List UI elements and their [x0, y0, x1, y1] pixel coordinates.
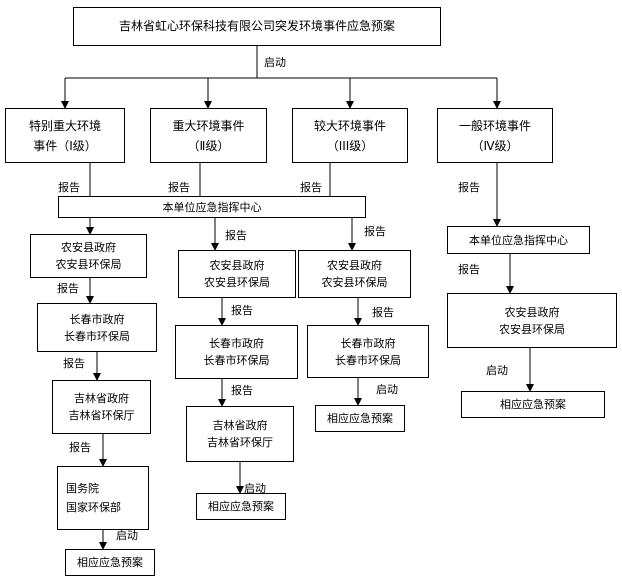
level-1-line1: 特别重大环境 — [28, 118, 101, 133]
col3-county-line2: 农安县环保局 — [321, 276, 388, 289]
col3-city-line2: 长春市环保局 — [335, 353, 401, 367]
col3-county-box: 农安县政府 农安县环保局 — [298, 250, 411, 298]
col2-county-box: 农安县政府 农安县环保局 — [178, 250, 296, 298]
level-1-line2: 事件（Ⅰ级） — [33, 138, 97, 153]
level-4-box: 一般环境事件 （Ⅳ级） — [437, 108, 553, 163]
col4-center-box: 本单位应急指挥中心 — [447, 226, 590, 254]
col4-county-line1: 农安县政府 — [504, 305, 560, 319]
label-report-level-2: 报告 — [168, 181, 190, 194]
command-center-box: 本单位应急指挥中心 — [58, 196, 366, 218]
col1-city-line2: 长春市环保局 — [64, 329, 130, 343]
level-4-line1: 一般环境事件 — [458, 118, 531, 133]
command-center-text: 本单位应急指挥中心 — [162, 200, 262, 214]
col2-province-line1: 吉林省政府 — [212, 419, 268, 432]
level-1-box: 特别重大环境 事件（Ⅰ级） — [5, 108, 125, 163]
label-report-col2-county: 报告 — [231, 304, 253, 317]
col4-county-line2: 农安县环保局 — [499, 322, 565, 336]
label-start-col3: 启动 — [376, 383, 398, 396]
label-report-level-4: 报告 — [458, 181, 480, 194]
level-3-box: 较大环境事件 （III级） — [292, 108, 408, 163]
col1-province-line1: 吉林省政府 — [74, 392, 129, 405]
col2-province-box: 吉林省政府 吉林省环保厅 — [186, 406, 294, 462]
col1-county-box: 农安县政府 农安县环保局 — [30, 234, 147, 278]
label-start-col2: 启动 — [244, 482, 266, 495]
level-4-line2: （Ⅳ级） — [471, 138, 519, 153]
col4-plan-box: 相应应急预案 — [461, 391, 605, 418]
label-report-center-col2: 报告 — [225, 229, 247, 242]
col3-plan-box: 相应应急预案 — [315, 405, 405, 432]
col2-city-line2: 长春市环保局 — [203, 354, 270, 367]
label-report-col2-city: 报告 — [231, 384, 253, 397]
col2-plan-text: 相应应急预案 — [208, 500, 274, 513]
col4-center-text: 本单位应急指挥中心 — [469, 233, 568, 247]
label-start-title: 启动 — [264, 56, 286, 69]
plan-title: 吉林省虹心环保科技有限公司突发环境事件应急预案 — [118, 19, 395, 33]
col2-county-line1: 农安县政府 — [209, 259, 265, 272]
level-3-line1: 较大环境事件 — [313, 118, 386, 133]
col2-county-line2: 农安县环保局 — [204, 276, 270, 289]
label-report-col3-county: 报告 — [372, 306, 394, 319]
col1-national-line1: 国务院 — [66, 482, 99, 495]
level-2-line2: （Ⅱ级） — [187, 138, 230, 153]
plan-title-box: 吉林省虹心环保科技有限公司突发环境事件应急预案 — [73, 7, 441, 46]
label-report-center-col3: 报告 — [364, 225, 386, 238]
col1-national-line2: 国家环保部 — [66, 501, 121, 514]
label-report-level-3: 报告 — [300, 181, 322, 194]
level-3-line2: （III级） — [326, 138, 374, 153]
label-start-col1: 启动 — [116, 529, 138, 542]
col1-province-line2: 吉林省环保厅 — [68, 409, 135, 422]
col3-plan-text: 相应应急预案 — [327, 412, 393, 425]
col1-province-box: 吉林省政府 吉林省环保厅 — [52, 380, 151, 434]
label-report-col1-county: 报告 — [57, 282, 79, 295]
label-report-col4-center: 报告 — [458, 263, 480, 276]
label-start-col4: 启动 — [486, 364, 508, 377]
col2-city-box: 长春市政府 长春市环保局 — [175, 325, 298, 379]
col3-city-line1: 长春市政府 — [340, 336, 396, 350]
col1-city-line1: 长春市政府 — [69, 312, 125, 326]
col2-plan-box: 相应应急预案 — [196, 493, 286, 520]
col3-county-line1: 农安县政府 — [327, 259, 382, 272]
col1-county-line2: 农安县环保局 — [55, 258, 122, 271]
level-2-line1: 重大环境事件 — [172, 118, 245, 133]
col1-plan-text: 相应应急预案 — [77, 556, 143, 569]
col2-city-line1: 长春市政府 — [209, 337, 264, 350]
col1-national-box: 国务院 国家环保部 — [57, 466, 149, 530]
label-report-col1-city: 报告 — [63, 357, 85, 370]
col1-county-line1: 农安县政府 — [61, 241, 116, 254]
col2-province-line2: 吉林省环保厅 — [207, 436, 273, 449]
label-report-level-1: 报告 — [58, 181, 80, 194]
label-report-col1-province: 报告 — [69, 441, 91, 454]
col1-plan-box: 相应应急预案 — [65, 549, 155, 576]
col4-county-box: 农安县政府 农安县环保局 — [447, 293, 617, 348]
col1-city-box: 长春市政府 长春市环保局 — [37, 303, 157, 352]
col3-city-box: 长春市政府 长春市环保局 — [307, 325, 429, 378]
level-2-box: 重大环境事件 （Ⅱ级） — [150, 108, 267, 163]
col4-plan-text: 相应应急预案 — [500, 398, 566, 411]
